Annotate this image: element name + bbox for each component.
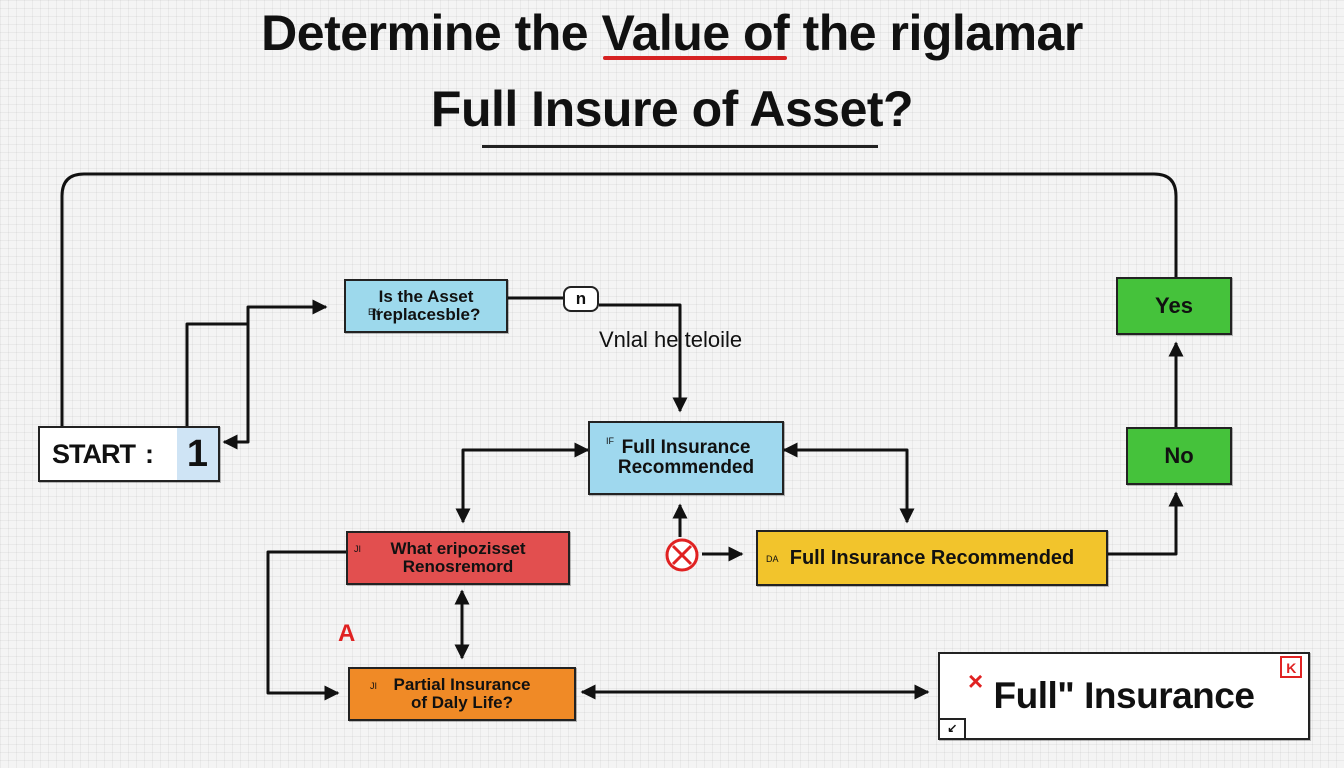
- start-label: START: [52, 438, 136, 469]
- start-node[interactable]: START : 1: [38, 426, 220, 482]
- start-to-question-connector: [185, 299, 328, 426]
- node-line-2: of Daly Life?: [410, 693, 513, 712]
- recommendation-to-full-rec-connector: [782, 442, 915, 524]
- bubble-to-recommendation-connector: [599, 303, 688, 413]
- yes-node[interactable]: Yes: [1116, 277, 1232, 335]
- node-line-1: What eripozisset: [390, 539, 526, 559]
- node-label: Full Insurance Recommended: [789, 546, 1075, 569]
- corner-arrow-icon: ↙: [940, 718, 966, 738]
- full-insurance-recommended-node[interactable]: IF Full Insurance Recommended: [588, 421, 784, 495]
- full-insurance-recommended-wide-node[interactable]: DA Full Insurance Recommended: [756, 530, 1108, 586]
- what-asset-to-partial-side-connector: [266, 550, 346, 701]
- title-highlight: Value of: [601, 5, 790, 61]
- node-prefix-glyph: JI: [370, 681, 378, 691]
- no-node[interactable]: No: [1126, 427, 1232, 485]
- node-line-1: Full Insurance: [621, 437, 751, 459]
- close-icon: ×: [968, 666, 983, 696]
- node-line-1: Is the Asset: [378, 287, 474, 307]
- node-line-2: Renosremord: [402, 557, 514, 576]
- page-title-line-2: Full Insure of Asset?: [430, 81, 914, 137]
- title-text-after: the riglamar: [789, 5, 1084, 61]
- cross-circle-icon: [665, 538, 699, 572]
- result-label: Full" Insurance: [993, 674, 1255, 716]
- node-prefix-glyph: EY: [368, 307, 381, 317]
- loop-connector: [60, 172, 1178, 426]
- title-underline: [482, 145, 878, 148]
- branch-bubble: n: [563, 286, 599, 312]
- page-title-line-1: Determine the Value of the riglamar: [0, 4, 1344, 62]
- full-rec-to-no-connector: [1108, 491, 1184, 556]
- recommendation-to-what-asset-connector: [455, 442, 590, 524]
- branch-label: Vnlal he teloile: [599, 327, 743, 352]
- marker-a: A: [338, 620, 356, 647]
- node-prefix-glyph: IF: [606, 436, 614, 446]
- node-prefix-glyph: JI: [354, 544, 362, 554]
- full-insurance-result-node[interactable]: × Full" Insurance K ↙: [938, 652, 1310, 740]
- irreplaceable-question-node[interactable]: EY Is the Asset Ireplacesble?: [344, 279, 508, 333]
- question-back-to-start-connector: [222, 324, 250, 450]
- title-text-before: Determine the: [261, 5, 602, 61]
- node-prefix-glyph: DA: [766, 554, 779, 564]
- tag-icon: K: [1280, 656, 1302, 678]
- partial-insurance-node[interactable]: JI Partial Insurance of Daly Life?: [348, 667, 576, 721]
- what-asset-node[interactable]: JI What eripozisset Renosremord: [346, 531, 570, 585]
- node-line-1: Partial Insurance: [393, 675, 531, 695]
- start-separator: :: [145, 438, 154, 469]
- node-line-2: Ireplacesble?: [371, 305, 481, 324]
- node-line-2: Recommended: [617, 457, 755, 478]
- start-number: 1: [176, 428, 218, 480]
